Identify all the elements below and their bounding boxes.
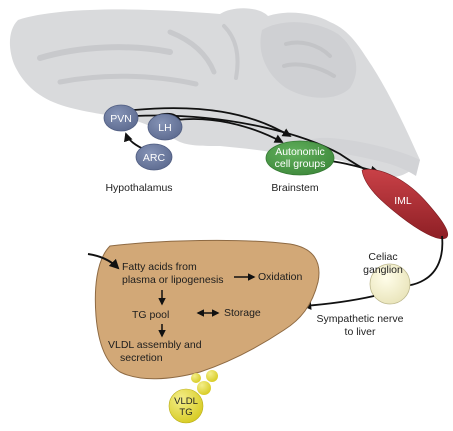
vldl-droplet-small-1 [191, 373, 201, 383]
vldl-label-line2: TG [179, 407, 192, 418]
autonomic-label-line1: Autonomic [275, 146, 325, 158]
node-celiac-ganglion [369, 263, 411, 305]
node-autonomic-cell-groups: Autonomic cell groups [265, 140, 335, 176]
node-lh: LH [147, 113, 183, 141]
tg-pool-label: TG pool [132, 309, 169, 321]
node-arc: ARC [135, 143, 173, 171]
vldl-label-line1: VLDL [174, 396, 198, 407]
autonomic-label-line2: cell groups [275, 158, 326, 170]
pathway-pvn-to-autonomic [133, 107, 292, 137]
fatty-acid-input-arrow [87, 253, 120, 270]
vldl-droplet-small-2 [206, 370, 218, 382]
vldl-droplet-main [168, 388, 204, 424]
fatty-acids-label-line1: Fatty acids from [122, 261, 197, 273]
pathway-lh-to-autonomic [175, 118, 284, 143]
brain-silhouette [9, 8, 421, 178]
nerve-label-line1: Sympathetic nerve [317, 313, 404, 325]
nerve-label-line2: to liver [345, 326, 376, 338]
vldl-assembly-label-line1: VLDL assembly and [108, 339, 202, 351]
vldl-assembly-label-line2: secretion [120, 352, 163, 364]
hypothalamus-label: Hypothalamus [105, 182, 172, 194]
node-pvn: PVN [103, 104, 139, 132]
fatty-acids-label-line2: plasma or lipogenesis [122, 274, 224, 286]
liver-metabolic-arrows [158, 273, 256, 338]
sympathetic-nerve-to-liver [302, 295, 375, 310]
vldl-droplets: VLDL TG [168, 370, 218, 424]
node-iml: IML [361, 169, 448, 240]
celiac-label-line1: Celiac [368, 251, 397, 263]
vldl-droplet-small-3 [197, 381, 211, 395]
celiac-label-line2: ganglion [363, 264, 403, 276]
lh-label: LH [158, 122, 171, 134]
pvn-label: PVN [110, 113, 132, 125]
brainstem-label: Brainstem [271, 182, 319, 194]
iml-label: IML [394, 195, 412, 207]
oxidation-label: Oxidation [258, 271, 303, 283]
arc-label: ARC [143, 152, 166, 164]
storage-label: Storage [224, 307, 261, 319]
